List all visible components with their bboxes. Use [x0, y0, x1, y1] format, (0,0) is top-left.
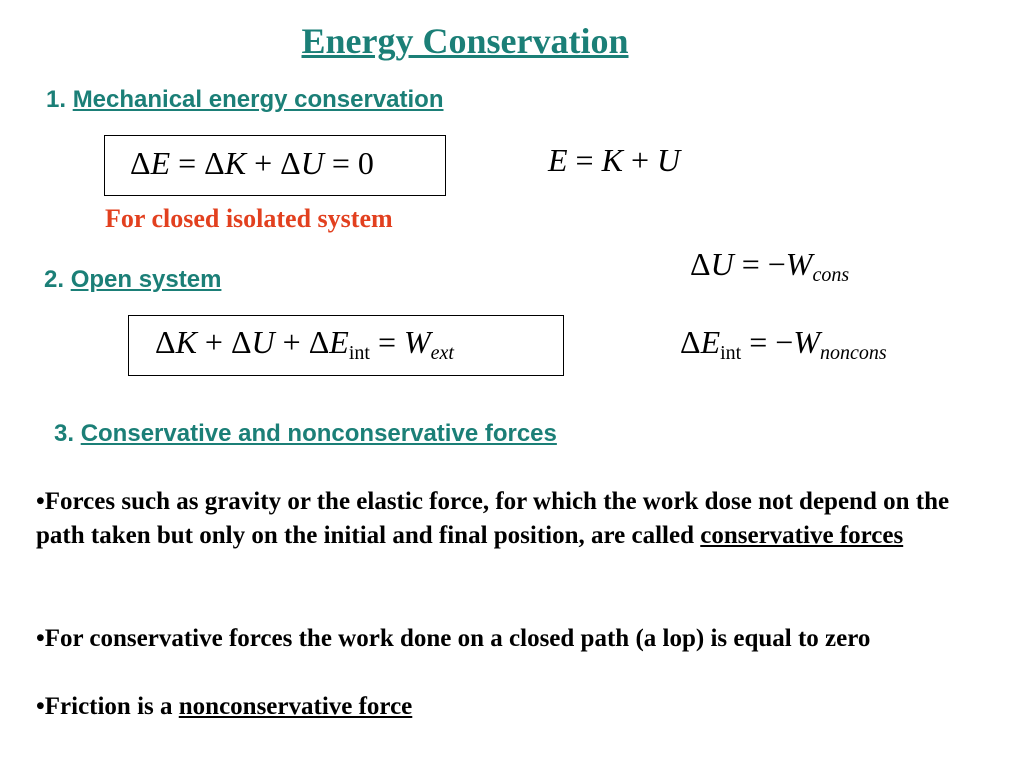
plus-sign: + — [204, 324, 223, 360]
bullet-text: •For conservative forces the work done o… — [36, 625, 871, 652]
section-1-heading: 1. Mechanical energy conservation — [46, 86, 444, 114]
equals-sign: = — [575, 142, 594, 178]
subscript-noncons: noncons — [820, 342, 887, 364]
delta-symbol: Δ — [230, 324, 252, 360]
minus-sign: − — [775, 324, 794, 360]
var-u: U — [251, 324, 275, 360]
section-2-heading: 2. Open system — [44, 266, 221, 294]
bullet-friction: •Friction is a nonconservative force — [36, 690, 996, 724]
section-3-label: Conservative and nonconservative forces — [80, 420, 557, 447]
section-2-number: 2. — [44, 266, 65, 293]
delta-symbol: Δ — [680, 324, 701, 360]
section-2-label: Open system — [70, 266, 222, 293]
bullet-text: •Friction is a — [36, 693, 179, 720]
term-nonconservative-force: nonconservative force — [178, 693, 413, 720]
delta-symbol: Δ — [690, 246, 711, 282]
term-conservative-forces: conservative forces — [700, 522, 904, 549]
var-e: E — [700, 324, 721, 360]
delta-symbol: Δ — [130, 145, 151, 181]
plus-sign: + — [254, 145, 273, 181]
var-u: U — [300, 145, 324, 181]
bullet-closed-path: •For conservative forces the work done o… — [36, 622, 996, 656]
plus-sign: + — [630, 142, 649, 178]
var-e: E — [548, 142, 568, 178]
equation-box-2 — [128, 315, 564, 376]
minus-sign: − — [767, 246, 786, 282]
var-k: K — [224, 145, 247, 181]
var-u: U — [656, 142, 681, 178]
equation-mechanical-conservation: ΔE = ΔK + ΔU = 0 — [130, 145, 374, 182]
delta-symbol: Δ — [280, 145, 301, 181]
equals-sign: = — [331, 145, 350, 181]
equals-sign: = — [377, 324, 396, 360]
var-k: K — [175, 324, 197, 360]
equals-sign: = — [178, 145, 197, 181]
var-e: E — [329, 324, 349, 360]
var-w: W — [404, 324, 431, 360]
equation-potential-work: ΔU = −Wcons — [690, 246, 849, 287]
bullet-text: •Forces such as gravity or the elastic f… — [36, 488, 950, 549]
delta-symbol: Δ — [155, 324, 176, 360]
equation-internal-energy: ΔEint = −Wnoncons — [680, 324, 887, 365]
delta-symbol: Δ — [308, 324, 330, 360]
subscript-ext: ext — [430, 342, 454, 364]
equation-open-system: ΔK + ΔU + ΔEint = Wext — [155, 324, 454, 365]
equation-box-1 — [104, 135, 446, 196]
subscript-int: int — [720, 342, 742, 364]
zero-value: 0 — [357, 145, 374, 181]
subscript-int: int — [348, 342, 370, 364]
bullet-conservative-definition: •Forces such as gravity or the elastic f… — [36, 485, 996, 553]
section-1-number: 1. — [46, 86, 67, 113]
closed-system-note: For closed isolated system — [105, 204, 393, 233]
section-3-heading: 3. Conservative and nonconservative forc… — [54, 420, 557, 448]
page-title: Energy Conservation — [301, 21, 629, 61]
plus-sign: + — [282, 324, 301, 360]
subscript-cons: cons — [812, 264, 850, 286]
var-w: W — [793, 324, 820, 360]
var-e: E — [150, 145, 171, 181]
section-1-label: Mechanical energy conservation — [72, 86, 444, 113]
var-w: W — [785, 246, 813, 282]
var-k: K — [601, 142, 623, 178]
section-3-number: 3. — [54, 420, 75, 447]
equals-sign: = — [749, 324, 768, 360]
equals-sign: = — [741, 246, 760, 282]
var-u: U — [710, 246, 734, 282]
delta-symbol: Δ — [204, 145, 225, 181]
equation-energy-sum: E = K + U — [548, 142, 680, 179]
